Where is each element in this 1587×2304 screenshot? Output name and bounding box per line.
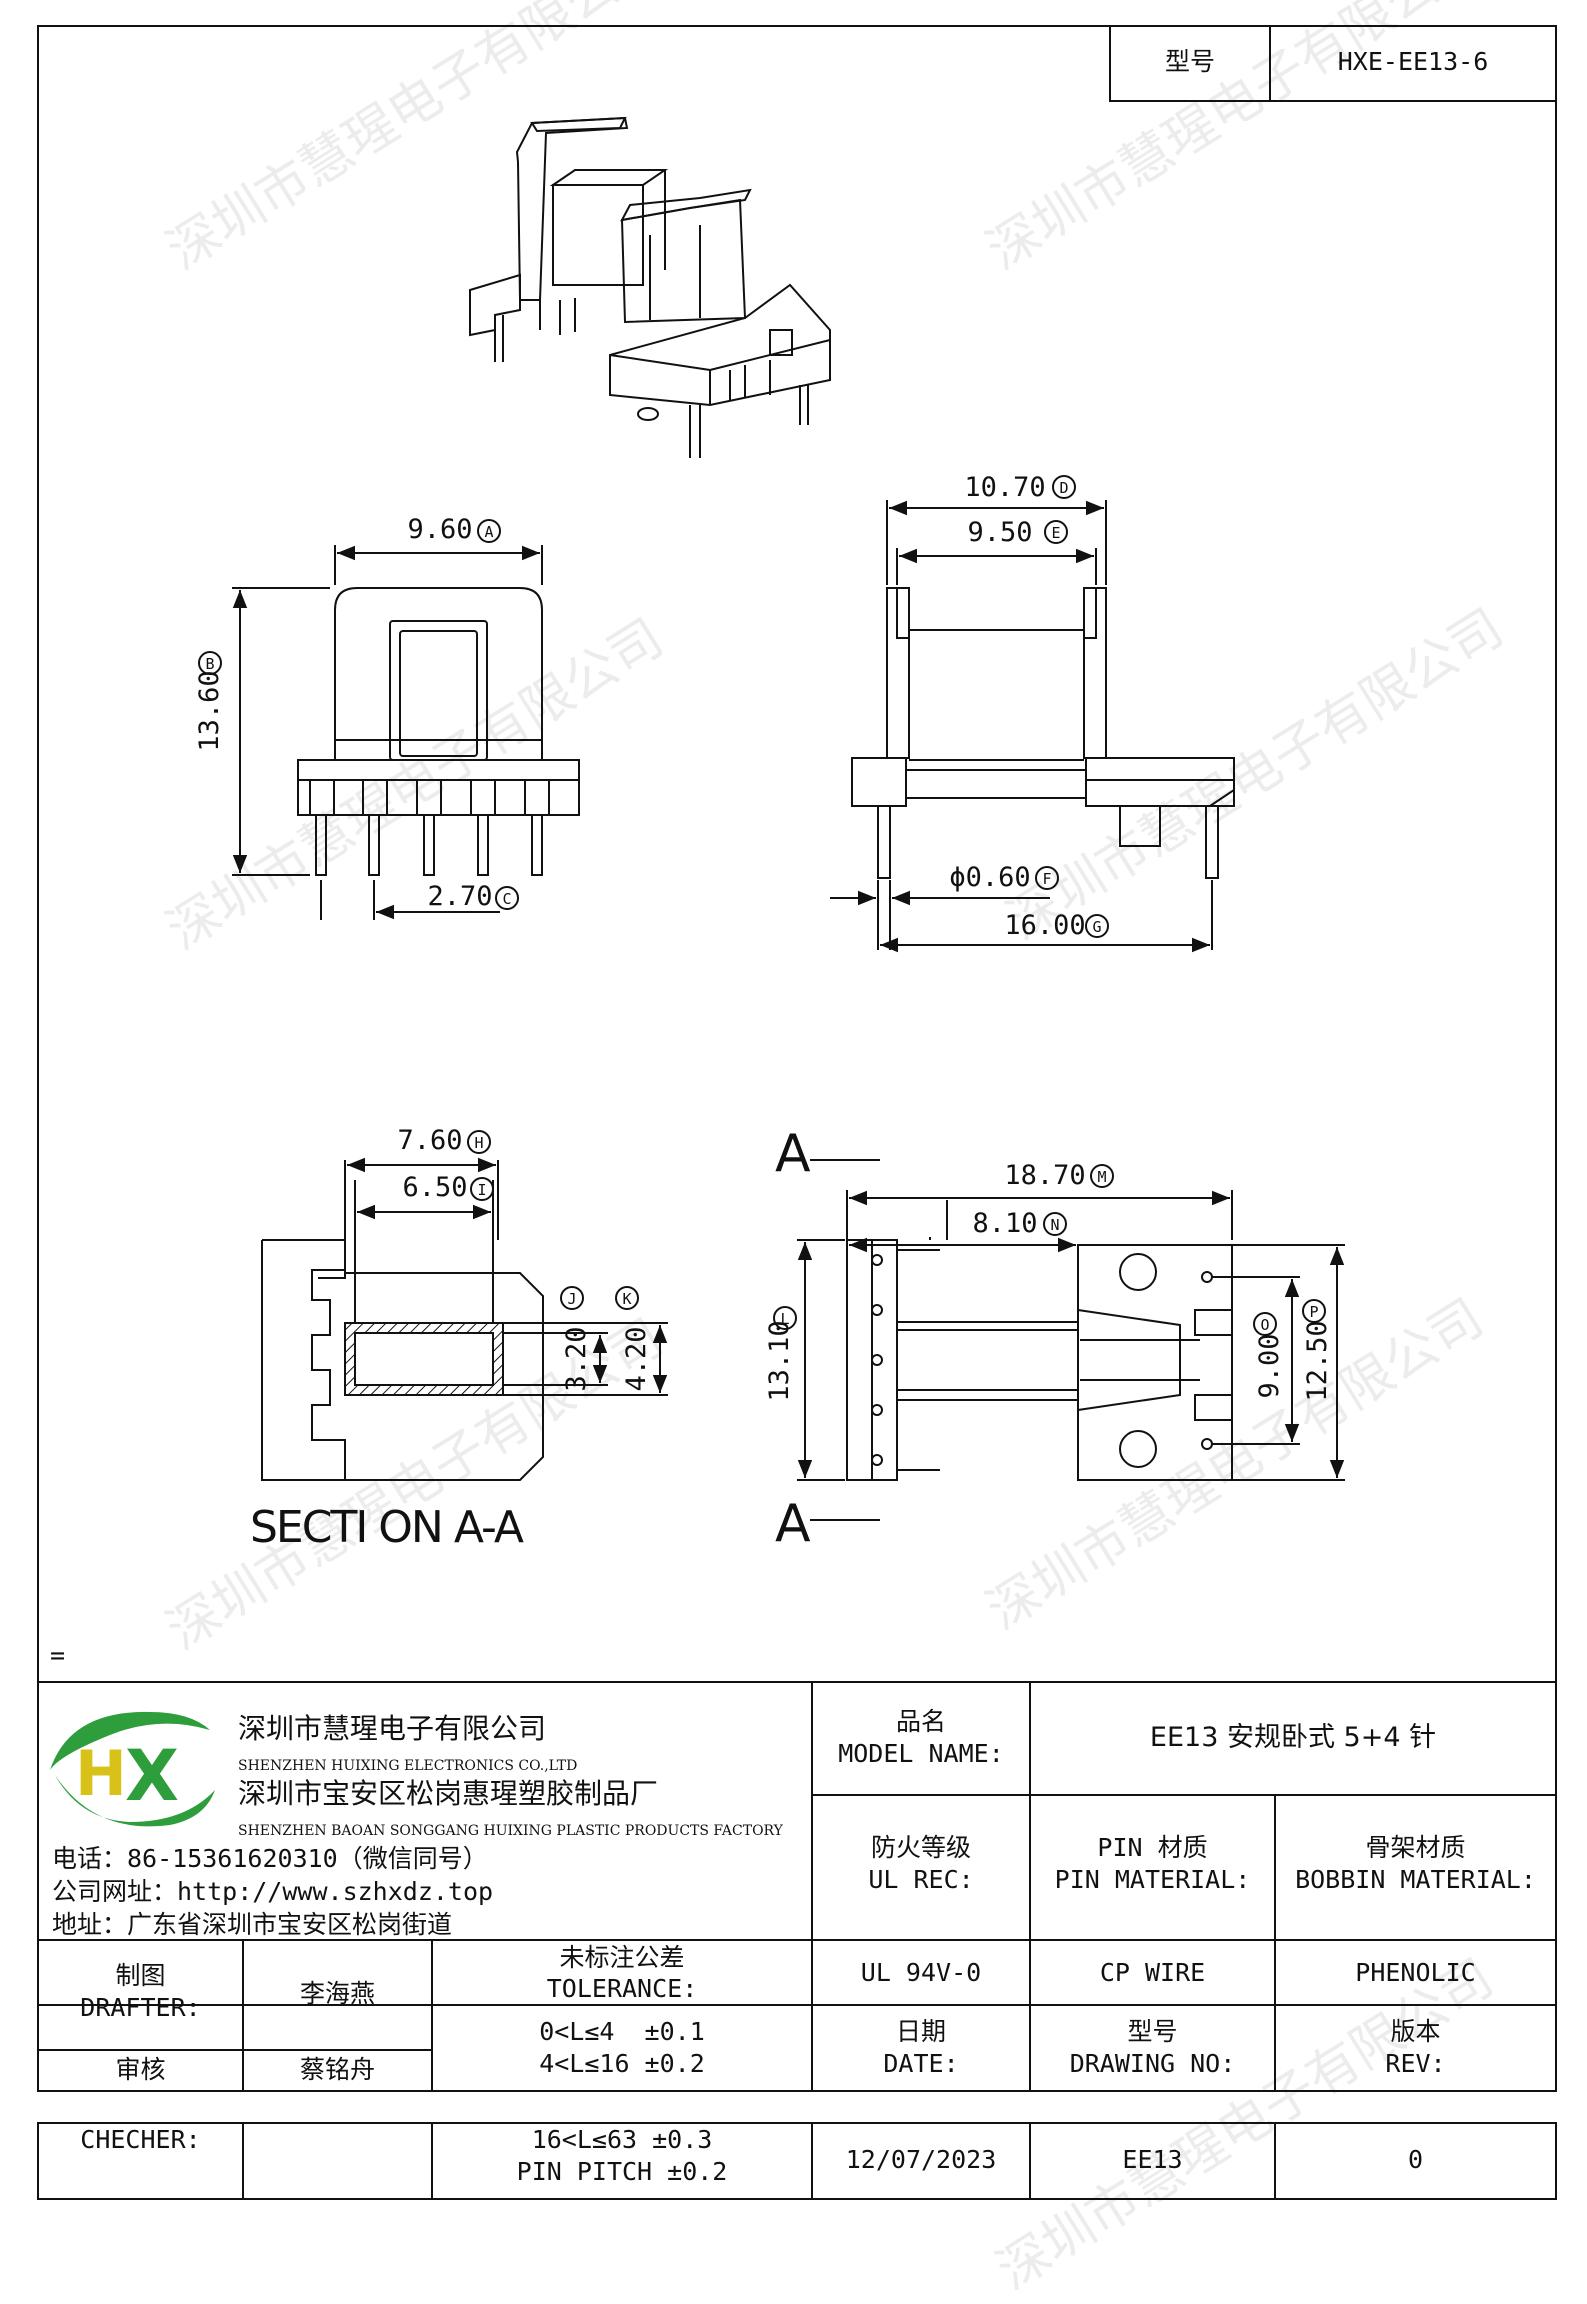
tolerance-label-cn: 未标注公差 (559, 1943, 685, 1972)
company-website[interactable]: 公司网址：http://www.szhxdz.top (52, 1877, 494, 1906)
section-mark-bottom: A (775, 1494, 811, 1554)
date-label-en: DATE: (883, 2049, 959, 2078)
date-value: 12/07/2023 (845, 2145, 997, 2174)
technical-drawing: H X (37, 25, 1557, 2200)
section-mark-top: A (775, 1124, 811, 1184)
ul-label-cn: 防火等级 (870, 1833, 971, 1862)
rev-label-cn: 版本 (1390, 2017, 1441, 2046)
company-address: 地址：广东省深圳市宝安区松岗街道 (52, 1910, 453, 1939)
pin-label-en: PIN MATERIAL: (1054, 1865, 1251, 1894)
tag-d: D (1059, 479, 1069, 497)
dim-i: 6.50 (402, 1172, 468, 1203)
dim-n: 8.10 (972, 1208, 1038, 1239)
dim-e: 9.50 (967, 517, 1033, 548)
tag-i: I (477, 1181, 487, 1199)
tag-m: M (1097, 1168, 1107, 1186)
bobbin-label-cn: 骨架材质 (1365, 1833, 1466, 1862)
tag-p: P (1309, 1303, 1319, 1321)
bottom-view-dims (797, 1159, 1345, 1521)
tag-c: C (502, 890, 512, 908)
tag-j: J (567, 1290, 577, 1308)
dim-d: 10.70 (964, 472, 1046, 503)
tag-n: N (1050, 1216, 1060, 1234)
factory-name-cn: 深圳市宝安区松岗惠瑆塑胶制品厂 (238, 1777, 659, 1810)
checker-label: CHECHER: (80, 2125, 201, 2154)
tag-h: H (474, 1134, 484, 1152)
tolerance-row-3: 16<L≤63 ±0.3 (531, 2125, 713, 2154)
bottom-view (846, 1239, 1233, 1481)
tag-g: G (1092, 918, 1102, 936)
tag-o: O (1260, 1316, 1270, 1334)
dim-j: 3.20 (561, 1326, 592, 1392)
drafter-label-en: DRAFTER: (80, 1993, 201, 2022)
company-logo: H X (50, 1711, 215, 1827)
rev-value: 0 (1407, 2145, 1424, 2174)
tolerance-row-2: 4<L≤16 ±0.2 (539, 2049, 705, 2078)
model-label-en: MODEL NAME: (838, 1739, 1004, 1768)
type-value: HXE-EE13-6 (1337, 47, 1489, 76)
drawing-no-label-en: DRAWING NO: (1069, 2049, 1236, 2078)
company-name-cn: 深圳市慧瑆电子有限公司 (238, 1712, 547, 1745)
side-view-dims (830, 500, 1213, 953)
title-block-grid (38, 1681, 1556, 2091)
bobbin-label-en: BOBBIN MATERIAL: (1295, 1865, 1536, 1894)
drafter-label-cn: 制图 (115, 1961, 166, 1990)
isometric-view (469, 116, 831, 458)
tolerance-row-1: 0<L≤4 ±0.1 (539, 2017, 705, 2046)
drawing-no-label-cn: 型号 (1127, 2017, 1178, 2046)
ul-label-en: UL REC: (868, 1865, 974, 1894)
company-name-en: SHENZHEN HUIXING ELECTRONICS CO.,LTD (238, 1758, 578, 1774)
tag-b: B (205, 655, 215, 673)
date-label-cn: 日期 (895, 2017, 946, 2046)
front-pins (309, 779, 550, 876)
front-view (297, 587, 580, 876)
factory-name-en: SHENZHEN BAOAN SONGGANG HUIXING PLASTIC … (238, 1823, 783, 1839)
drawing-border (37, 25, 1557, 2092)
type-label: 型号 (1164, 47, 1215, 76)
model-label-cn: 品名 (895, 1707, 946, 1736)
logo-x: X (125, 1735, 179, 1817)
tag-f: F (1042, 870, 1052, 888)
dim-a: 9.60 (407, 514, 473, 545)
logo-h: H (75, 1737, 127, 1810)
dim-m: 18.70 (1004, 1160, 1086, 1191)
checker-row (37, 2122, 1557, 2200)
rev-label-en: REV: (1385, 2049, 1446, 2078)
dim-c: 2.70 (427, 881, 493, 912)
tag-e: E (1051, 524, 1061, 542)
bobbin-value: PHENOLIC (1355, 1958, 1476, 1987)
tolerance-row-4: PIN PITCH ±0.2 (516, 2157, 728, 2186)
drawing-sheet: 深圳市慧瑆电子有限公司 深圳市慧瑆电子有限公司 深圳市慧瑆电子有限公司 深圳市慧… (37, 0, 1557, 2302)
section-view (261, 1180, 544, 1481)
header-box (1109, 25, 1557, 102)
tolerance-label-en: TOLERANCE: (546, 1974, 698, 2003)
company-phone: 电话：86-15361620310（微信同号） (52, 1844, 488, 1873)
dimension-tags (198, 475, 1326, 1336)
review-label: 审核 (115, 2055, 166, 2084)
note-mark: = (50, 1641, 66, 1670)
dim-f: ϕ0.60 (949, 862, 1031, 893)
dim-k: 4.20 (621, 1326, 652, 1392)
ul-value: UL 94V-0 (860, 1958, 982, 1987)
pin-value: CP WIRE (1099, 1958, 1206, 1987)
dim-g: 16.00 (1004, 910, 1086, 941)
dim-h: 7.60 (397, 1125, 463, 1156)
model-value: EE13 安规卧式 5+4 针 (1149, 1722, 1437, 1753)
section-view-dims (344, 1157, 668, 1396)
side-view (851, 587, 1235, 879)
tag-k: K (622, 1290, 632, 1308)
front-view-dims (232, 545, 543, 920)
tag-l: L (780, 1310, 790, 1328)
drafter-value: 李海燕 (299, 1979, 375, 2008)
section-title: SECTI ON A-A (250, 1502, 524, 1553)
drawing-no-value: EE13 (1122, 2145, 1183, 2174)
pin-label-cn: PIN 材质 (1097, 1833, 1208, 1862)
tag-a: A (484, 523, 494, 541)
review-value: 蔡铭舟 (299, 2055, 375, 2084)
